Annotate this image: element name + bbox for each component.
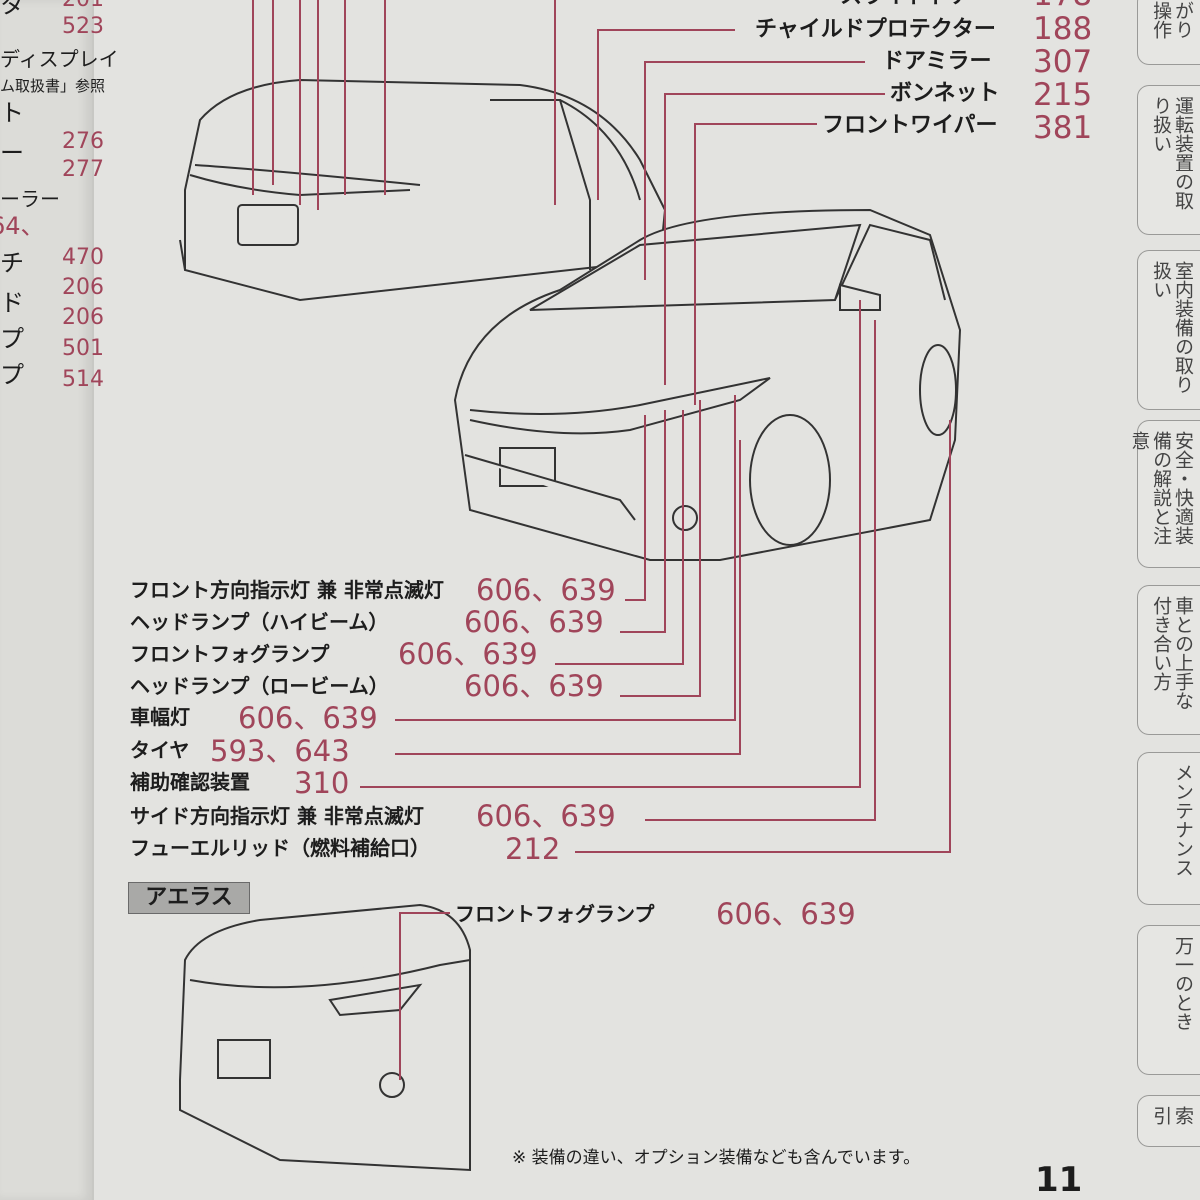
- side-tab[interactable]: 安全・快適装備の解説と注意: [1128, 420, 1200, 568]
- left-number: 277: [62, 157, 104, 182]
- left-fragment: ド: [0, 289, 24, 317]
- side-tab[interactable]: がり操作: [1137, 0, 1200, 65]
- callout-page: 606、639: [398, 637, 538, 671]
- callout-label: フロントフォグランプ: [130, 642, 330, 666]
- callout-page: 188: [1033, 11, 1093, 47]
- front-car-drawing: [453, 208, 962, 561]
- callout-label: ヘッドランプ（ハイビーム）: [130, 610, 389, 634]
- callout-page: 606、639: [476, 573, 616, 607]
- callout-page: 178: [1033, 0, 1092, 11]
- side-tab[interactable]: メンテナンス: [1137, 752, 1200, 905]
- left-fragment: プ: [0, 325, 24, 353]
- callout-page: 310: [294, 766, 350, 800]
- rear-car-drawing: [179, 78, 667, 302]
- left-number: 206: [62, 275, 104, 300]
- callout-label: フューエルリッド（燃料補給口）: [130, 836, 430, 860]
- left-fragment: ー: [0, 139, 24, 167]
- left-fragment: ーラー: [0, 187, 60, 211]
- callout-label: 車幅灯: [130, 705, 190, 729]
- left-number: 523: [62, 14, 104, 39]
- callout-page: 606、639: [238, 701, 378, 735]
- callout-label: ドアミラー: [882, 49, 992, 74]
- callout-page: 215: [1033, 77, 1093, 113]
- left-number: 206: [62, 305, 104, 330]
- callout-label: ボンネット: [890, 81, 1000, 106]
- callout-page: 593、643: [210, 734, 350, 768]
- left-number: 470: [62, 245, 104, 270]
- callout-label: サイド方向指示灯 兼 非常点滅灯: [130, 804, 424, 828]
- aeras-car-drawing: [179, 903, 471, 1172]
- side-tab[interactable]: 室内装備の取り扱い: [1137, 250, 1200, 410]
- side-tab[interactable]: 索引: [1137, 1095, 1200, 1147]
- callout-label: チャイルドプロテクター: [755, 17, 996, 42]
- callout-page: 212: [505, 832, 561, 866]
- callout-page: 606、639: [476, 799, 616, 833]
- aeras-badge: アエラス: [128, 882, 250, 914]
- callout-label: フロント方向指示灯 兼 非常点滅灯: [130, 578, 444, 602]
- footnote: ※ 装備の違い、オプション装備なども含んでいます。: [512, 1148, 921, 1168]
- leader-lines: [252, 0, 951, 1080]
- left-fragment: ト: [0, 99, 24, 127]
- left-page-edge: タ ディスプレイ ム取扱書」参照 ト ー ーラー 64、 チ ド プ プ 201…: [0, 0, 119, 1200]
- left-fragment: プ: [0, 361, 24, 389]
- left-fragment: タ: [0, 0, 24, 19]
- left-fragment: ム取扱書」参照: [0, 77, 106, 95]
- callout-label: ヘッドランプ（ロービーム）: [130, 674, 389, 698]
- left-fragment: ディスプレイ: [0, 47, 119, 71]
- callout-label: フロントフォグランプ: [455, 902, 655, 926]
- left-number: 514: [62, 367, 104, 392]
- callout-page: 381: [1033, 110, 1093, 146]
- page-number: 11: [1035, 1160, 1083, 1200]
- left-number: 201: [62, 0, 104, 12]
- callout-label: フロントワイパー: [822, 113, 998, 138]
- side-tab[interactable]: 万一のとき: [1137, 925, 1200, 1075]
- callout-page: 606、639: [716, 897, 856, 931]
- callout-page: 307: [1033, 44, 1093, 80]
- side-tab[interactable]: 運転装置の取り扱い: [1137, 85, 1200, 235]
- callout-label: タイヤ: [130, 738, 190, 762]
- left-number: 501: [62, 336, 104, 361]
- callout-page: 606、639: [464, 605, 604, 639]
- callout-label: スライドドア: [840, 0, 972, 8]
- left-fragment: 64、: [0, 212, 45, 240]
- left-fragment: チ: [0, 249, 24, 277]
- callout-page: 606、639: [464, 669, 604, 703]
- side-tab[interactable]: 車との上手な付き合い方: [1137, 585, 1200, 735]
- left-number: 276: [62, 129, 104, 154]
- callout-label: 補助確認装置: [130, 770, 250, 794]
